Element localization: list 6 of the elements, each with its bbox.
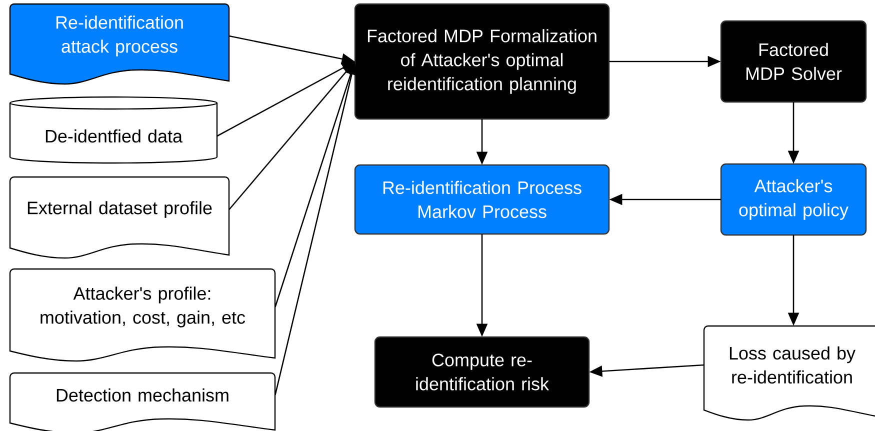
database-cylinder: De-identfied data — [9, 96, 218, 164]
process-box: Factored MDP Formalization of Attacker's optimal reidentification planning — [354, 3, 610, 120]
process-box: Re-identification Process Markov Process — [354, 164, 610, 235]
process-box: Factored MDP Solver — [720, 20, 867, 103]
process-box: Attacker's optimal policy — [720, 163, 867, 236]
process-box: Compute re-identification risk — [374, 336, 590, 408]
